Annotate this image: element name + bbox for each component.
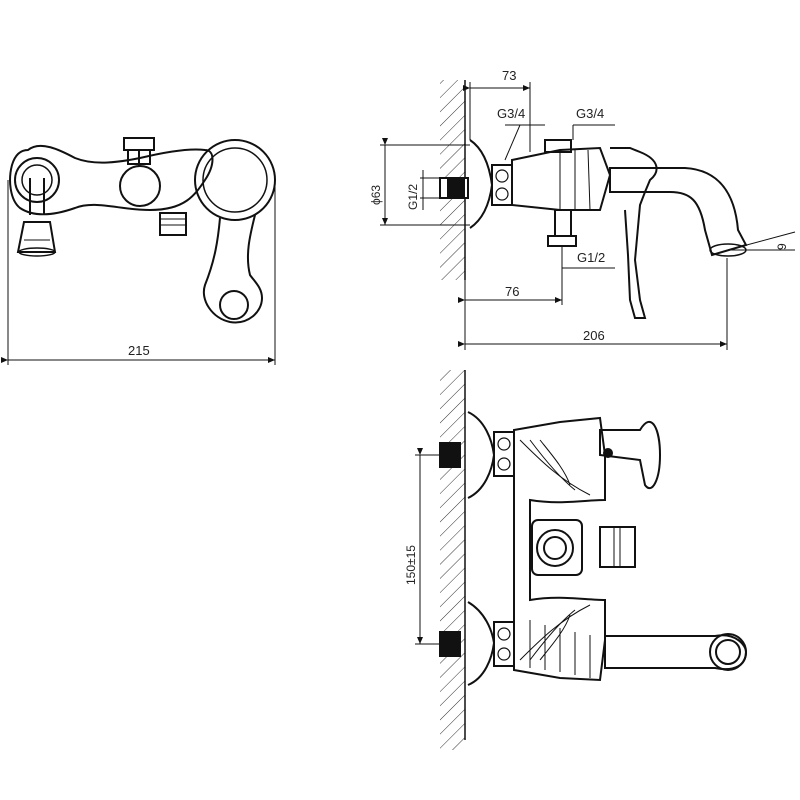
front-view-diverter [536, 529, 574, 567]
side-view-escutcheon [469, 139, 494, 229]
front-view-center-distance-label: 150±15 [404, 545, 418, 585]
front-view-diverter-housing [531, 519, 583, 576]
side-view-thread-top-right-label: G3/4 [576, 106, 604, 121]
side-view-body [511, 146, 612, 211]
top-view-body-outline [9, 144, 214, 216]
front-view-handle [599, 421, 662, 490]
side-view-total-length-label: 206 [583, 328, 605, 343]
side-view-outlet-thread-label: G1/2 [577, 250, 605, 265]
side-view-angle-label: 9 [775, 243, 789, 250]
top-view-shower-outlet [159, 212, 187, 236]
front-view-body [513, 416, 606, 682]
side-view-diameter-label: ϕ63 [369, 185, 383, 205]
top-view-handle-ring [194, 139, 276, 221]
top-view-diverter [119, 165, 161, 207]
side-view-handle [610, 147, 658, 319]
side-view-thread-top-left-label: G3/4 [497, 106, 525, 121]
top-view-lever [202, 214, 264, 324]
top-view [1, 137, 276, 365]
side-view-width-73-label: 73 [502, 68, 516, 83]
side-view-spout [609, 167, 748, 257]
side-view-inlet-thread-label: G1/2 [406, 184, 420, 210]
top-view-spout-ring [14, 157, 60, 203]
top-view-width-label: 215 [128, 343, 150, 358]
side-view [380, 80, 796, 350]
side-view-offset-label: 76 [505, 284, 519, 299]
front-view-wall [440, 370, 465, 750]
front-view [415, 370, 748, 750]
